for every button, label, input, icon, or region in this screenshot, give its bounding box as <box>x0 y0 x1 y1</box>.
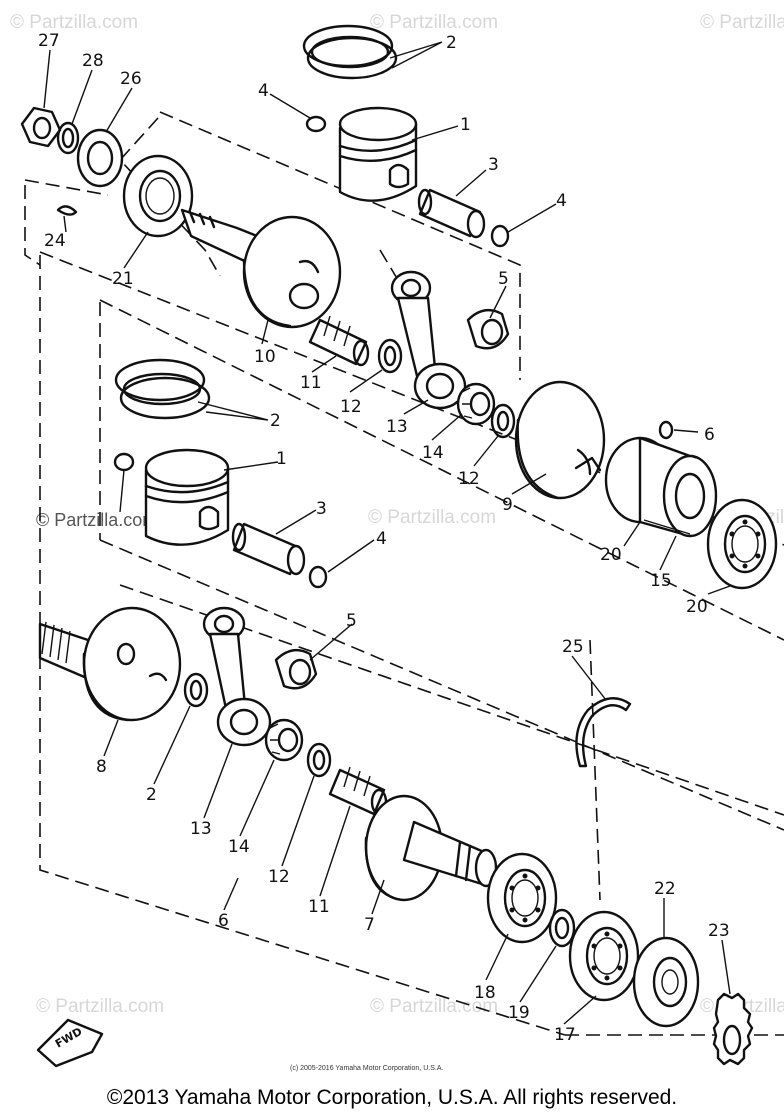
callout-label: 2 <box>446 33 457 53</box>
watermark: © Partzilla.com <box>700 12 784 33</box>
collar-19 <box>548 908 576 948</box>
watermark: © Partzilla.com <box>36 996 164 1017</box>
circlip-4 <box>305 115 327 133</box>
small-end-bearing-5 <box>274 648 318 690</box>
piston-rings-2 <box>114 358 211 420</box>
crank-half-9 <box>514 380 606 500</box>
circlip-4 <box>490 224 510 248</box>
crank-half-7 <box>364 794 498 902</box>
crank-half-10 <box>180 208 342 329</box>
piston-pin-3 <box>417 188 486 239</box>
footer-copyright: ©2013 Yamaha Motor Corporation, U.S.A. A… <box>106 1086 678 1109</box>
leader-lines <box>43 41 731 1025</box>
washer-28 <box>56 121 80 155</box>
callout-label: 20 <box>600 545 622 565</box>
callout-label: 4 <box>376 529 387 549</box>
callout-label: 9 <box>502 495 513 515</box>
callout-label: 27 <box>38 31 60 51</box>
callout-label: 13 <box>386 417 408 437</box>
callout-label: 24 <box>44 231 66 251</box>
thrust-washer-12 <box>306 742 332 778</box>
crank-half-8 <box>38 606 182 722</box>
piston-1 <box>144 448 230 546</box>
callout-label: 20 <box>686 597 708 617</box>
watermark: © Partzilla.com <box>10 12 138 33</box>
callout-label: 22 <box>654 879 676 899</box>
callout-label: 7 <box>364 915 375 935</box>
callout-label: 14 <box>228 837 250 857</box>
callout-label: 28 <box>82 51 104 71</box>
callout-label: 3 <box>316 499 327 519</box>
needle-bearing-14 <box>264 718 304 762</box>
oil-seal-26 <box>76 128 124 188</box>
watermark: © Partzilla.com <box>370 996 498 1017</box>
callout-labels: 27 28 26 4 2 1 3 4 24 21 10 5 11 12 13 1… <box>38 31 730 1045</box>
nut-27 <box>20 106 62 148</box>
piston-1 <box>338 106 418 202</box>
piston-rings-2 <box>302 24 398 80</box>
callout-label: 15 <box>650 571 672 591</box>
callout-label: 6 <box>218 911 229 931</box>
callout-label: 5 <box>498 269 509 289</box>
callout-label: 1 <box>460 115 471 135</box>
callout-label: 12 <box>268 867 290 887</box>
callout-label: 8 <box>96 757 107 777</box>
bearing-20 <box>706 498 778 590</box>
callout-label: 2 <box>270 411 281 431</box>
key-24 <box>56 205 78 216</box>
callout-label: 14 <box>422 443 444 463</box>
labyrinth-seal-15 <box>604 436 718 538</box>
callout-label: 19 <box>508 1003 530 1023</box>
thrust-washer-12 <box>377 338 403 374</box>
bearing-17 <box>568 910 640 1002</box>
callout-label: 18 <box>474 983 496 1003</box>
circlip-4 <box>113 452 135 472</box>
needle-bearing-14 <box>456 382 496 426</box>
callout-label: 2 <box>146 785 157 805</box>
watermark: © Partzilla.com <box>36 510 157 530</box>
piston-pin-3 <box>231 522 306 576</box>
callout-label: 3 <box>488 155 499 175</box>
connecting-rod-13 <box>390 270 467 410</box>
small-end-bearing-5 <box>466 308 510 350</box>
dowel-pin-6 <box>658 420 674 440</box>
callout-label: 4 <box>258 81 269 101</box>
callout-label: 1 <box>276 449 287 469</box>
bearing-21 <box>122 154 194 238</box>
watermark: © Partzilla.com <box>368 507 496 528</box>
fwd-arrow-icon: FWD <box>36 1018 104 1068</box>
oil-seal-22 <box>632 936 700 1028</box>
callout-label: 11 <box>300 373 322 393</box>
crank-pin-11 <box>328 766 388 816</box>
bearing-18 <box>486 852 558 944</box>
watermark: © Partzilla.com <box>370 12 498 33</box>
callout-label: 12 <box>340 397 362 417</box>
connecting-rod-13 <box>202 606 272 747</box>
callout-label: 4 <box>556 191 567 211</box>
crank-pin-11 <box>308 315 370 367</box>
sprocket-23 <box>712 992 754 1066</box>
callout-label: 6 <box>704 425 715 445</box>
callout-label: 10 <box>254 347 276 367</box>
callout-label: 5 <box>346 611 357 631</box>
callout-label: 25 <box>562 637 584 657</box>
callout-label: 26 <box>120 69 142 89</box>
callout-label: 12 <box>458 469 480 489</box>
diagram-copyright: (c) 2005-2016 Yamaha Motor Corporation, … <box>290 1065 443 1072</box>
callout-label: 23 <box>708 921 730 941</box>
callout-label: 13 <box>190 819 212 839</box>
callout-label: 17 <box>554 1025 576 1045</box>
thrust-washer-2 <box>183 672 209 708</box>
circlip-4 <box>308 565 328 589</box>
thrust-washer-12 <box>490 403 516 439</box>
callout-label: 11 <box>308 897 330 917</box>
circlip-25 <box>575 697 632 768</box>
callout-label: 21 <box>112 269 134 289</box>
